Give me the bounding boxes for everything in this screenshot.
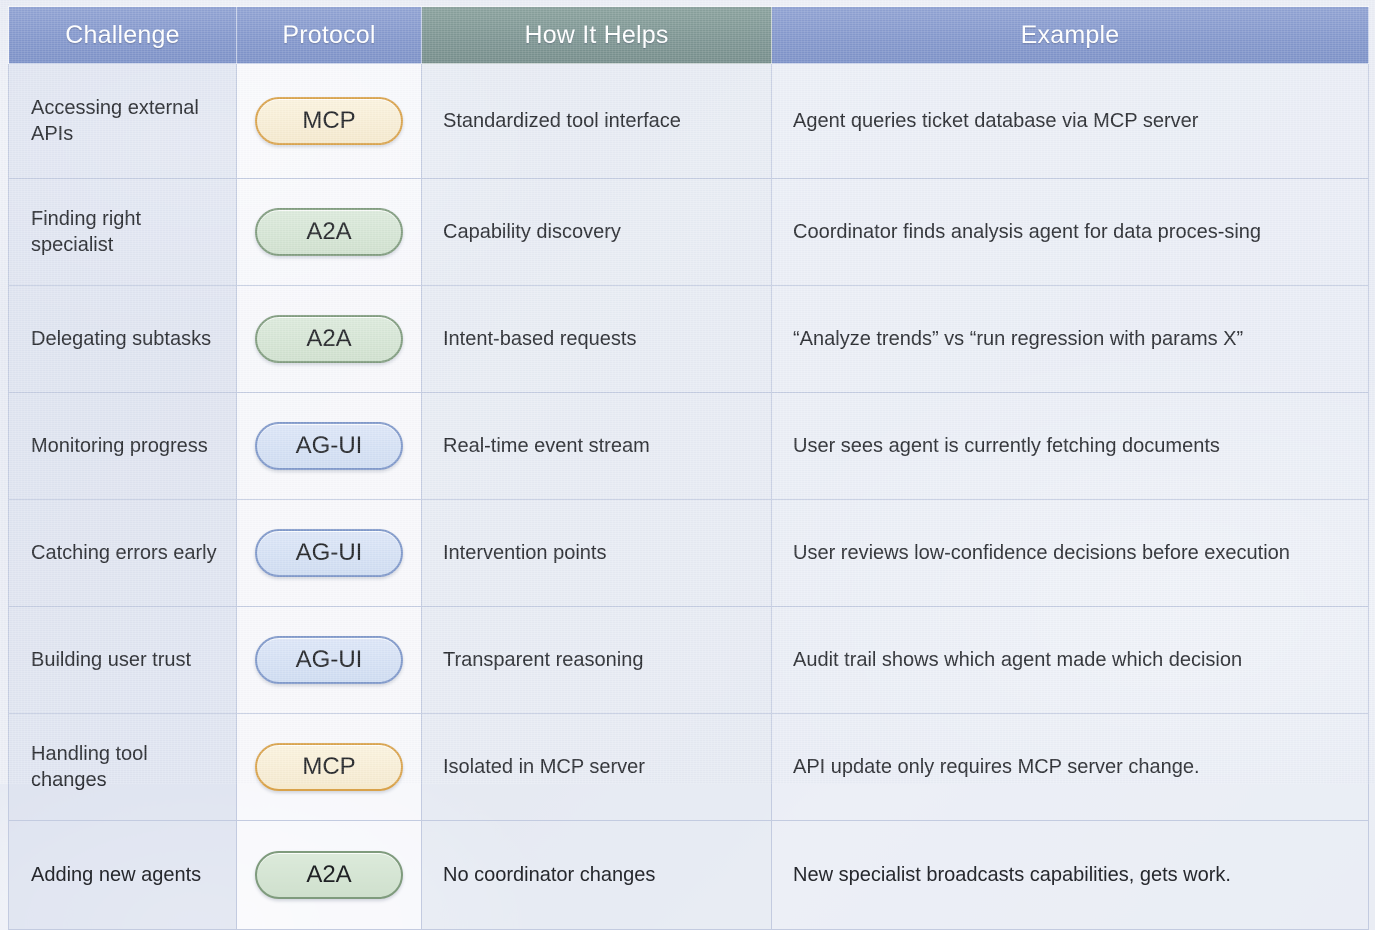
cell-example: New specialist broadcasts capabilities, … bbox=[771, 820, 1369, 930]
cell-protocol: MCP bbox=[236, 63, 422, 179]
cell-protocol: AG-UI bbox=[236, 499, 422, 607]
protocol-badge[interactable]: AG-UI bbox=[255, 635, 403, 685]
cell-challenge: Monitoring progress bbox=[8, 392, 237, 500]
protocol-challenge-table: Challenge Protocol How It Helps Example … bbox=[8, 6, 1369, 930]
protocol-badge[interactable]: AG-UI bbox=[255, 528, 403, 578]
protocol-badge[interactable]: AG-UI bbox=[255, 421, 403, 471]
protocol-badge[interactable]: A2A bbox=[255, 314, 403, 364]
cell-how-it-helps: Standardized tool interface bbox=[421, 63, 772, 179]
protocol-badge[interactable]: A2A bbox=[255, 207, 403, 257]
cell-protocol: MCP bbox=[236, 713, 422, 821]
column-header-how-it-helps: How It Helps bbox=[421, 6, 772, 64]
cell-challenge: Accessing external APIs bbox=[8, 63, 237, 179]
cell-challenge: Catching errors early bbox=[8, 499, 237, 607]
column-header-example: Example bbox=[771, 6, 1369, 64]
cell-example: User sees agent is currently fetching do… bbox=[771, 392, 1369, 500]
cell-example: Agent queries ticket database via MCP se… bbox=[771, 63, 1369, 179]
table-row: Catching errors early AG-UI Intervention p… bbox=[8, 499, 1369, 607]
column-header-protocol: Protocol bbox=[236, 6, 422, 64]
cell-how-it-helps: Capability discovery bbox=[421, 178, 772, 286]
cell-protocol: A2A bbox=[236, 178, 422, 286]
cell-challenge: Delegating subtasks bbox=[8, 285, 237, 393]
protocol-badge[interactable]: MCP bbox=[255, 742, 403, 792]
protocol-badge[interactable]: MCP bbox=[255, 96, 403, 146]
cell-protocol: AG-UI bbox=[236, 392, 422, 500]
cell-protocol: A2A bbox=[236, 820, 422, 930]
header-row: Challenge Protocol How It Helps Example bbox=[8, 6, 1369, 64]
cell-how-it-helps: No coordinator changes bbox=[421, 820, 772, 930]
table-row: Accessing external APIs MCP Standardized t… bbox=[8, 63, 1369, 179]
cell-challenge: Building user trust bbox=[8, 606, 237, 714]
cell-how-it-helps: Real-time event stream bbox=[421, 392, 772, 500]
protocol-badge[interactable]: A2A bbox=[255, 850, 403, 900]
table-row: Building user trust AG-UI Transparent reas… bbox=[8, 606, 1369, 714]
table-header: Challenge Protocol How It Helps Example bbox=[8, 6, 1369, 64]
table-row: Handling tool changes MCP Isolated in MCP … bbox=[8, 713, 1369, 821]
cell-challenge: Adding new agents bbox=[8, 820, 237, 930]
table-row: Adding new agents A2A No coordinator chang… bbox=[8, 820, 1369, 930]
table-row: Delegating subtasks A2A Intent-based reque… bbox=[8, 285, 1369, 393]
cell-challenge: Finding right specialist bbox=[8, 178, 237, 286]
cell-how-it-helps: Transparent reasoning bbox=[421, 606, 772, 714]
cell-example: API update only requires MCP server chan… bbox=[771, 713, 1369, 821]
cell-example: “Analyze trends” vs “run regression with… bbox=[771, 285, 1369, 393]
cell-protocol: AG-UI bbox=[236, 606, 422, 714]
cell-example: Audit trail shows which agent made which… bbox=[771, 606, 1369, 714]
cell-example: Coordinator finds analysis agent for dat… bbox=[771, 178, 1369, 286]
cell-example: User reviews low-confidence decisions be… bbox=[771, 499, 1369, 607]
table-row: Finding right specialist A2A Capability di… bbox=[8, 178, 1369, 286]
cell-protocol: A2A bbox=[236, 285, 422, 393]
table-row: Monitoring progress AG-UI Real-time event … bbox=[8, 392, 1369, 500]
cell-challenge: Handling tool changes bbox=[8, 713, 237, 821]
cell-how-it-helps: Intent-based requests bbox=[421, 285, 772, 393]
cell-how-it-helps: Intervention points bbox=[421, 499, 772, 607]
cell-how-it-helps: Isolated in MCP server bbox=[421, 713, 772, 821]
column-header-challenge: Challenge bbox=[8, 6, 237, 64]
